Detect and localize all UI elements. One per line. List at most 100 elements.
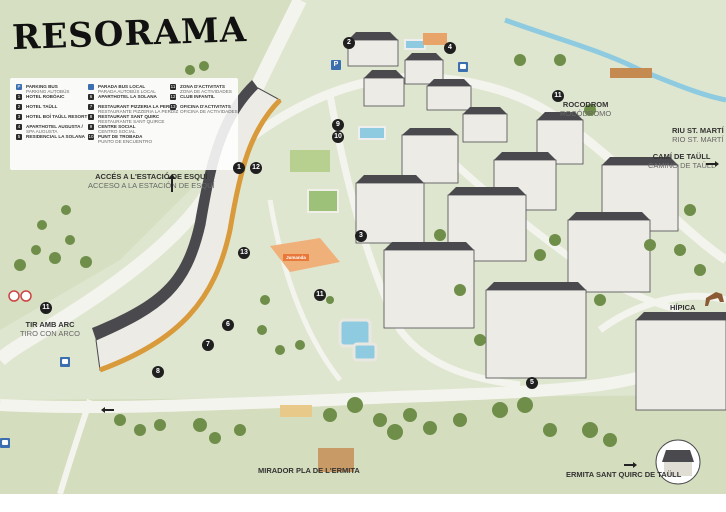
legend-label: HOTEL BOÍ TAÜLL RESORT [26,114,88,119]
label-es: ACCESO A LA ESTACIÓN DE ESQUÍ [88,181,215,190]
map-title: RESORAMA [11,9,248,59]
legend-label-es: ZONA DE ACTIVIDADES [180,89,232,94]
legend-label-es: SPA AUGUSTA [26,129,58,134]
mirador-label[interactable]: MIRADOR PLA DE L'ERMITA [258,466,360,475]
rocodrom-label[interactable]: ROCODROM ROCÓDROMO [560,100,611,118]
legend-label: CENTRE SOCIAL [98,124,136,129]
right-arrow-icon [624,462,637,467]
trees [14,54,706,447]
riu-label[interactable]: RIU ST. MARTÍ RIO ST. MARTÍ [672,126,724,144]
legend-key: 1 [16,94,22,100]
label-es: RIO ST. MARTÍ [672,135,724,144]
label-ca: RIU ST. MARTÍ [672,126,724,135]
legend-label: RESTAURANT PIZZERIA LA PERDIU [98,104,178,109]
main-road [0,0,307,366]
legend-label-es: OFICINA DE ACTIVIDADES [180,109,238,114]
marker-2[interactable]: 2 [343,37,355,49]
legend-key: 13 [170,104,176,110]
bridge [610,68,652,78]
hipica-label[interactable]: HÍPICA [670,303,695,312]
marker-11-activities[interactable]: 11 [314,289,326,301]
archery-target [8,290,20,302]
marker-5[interactable]: 5 [526,377,538,389]
legend-label-es: PARADA AUTOBÚS LOCAL [98,89,156,94]
bus-stop-icon[interactable] [60,357,70,367]
legend-item: 12 CLUB INFANTIL [170,94,238,104]
marker-9[interactable]: 9 [332,119,344,131]
bus-stop-icon[interactable] [458,62,468,72]
marker-13[interactable]: 13 [238,247,250,259]
bus-stop-icon[interactable] [0,438,10,448]
label-ca: MIRADOR [258,466,294,475]
label-ca: ROCODROM [562,100,609,109]
marker-11-rocodrom[interactable]: 11 [552,90,564,102]
legend-key: 7 [88,104,94,110]
legend-key: 4 [16,124,22,130]
label-ca: CAMÍ DE TAÜLL [652,152,711,161]
legend-key: 10 [88,134,94,140]
marker-11-archery[interactable]: 11 [40,302,52,314]
bus-parking-icon[interactable]: P [331,60,341,70]
up-arrow-icon [168,174,176,192]
marker-6[interactable]: 6 [222,319,234,331]
gazebo [318,448,354,472]
legend-label: CLUB INFANTIL [180,94,215,99]
legend-item: 2 HOTEL TAÜLL [16,104,87,114]
legend-label: OFICINA D'ACTIVITATS [180,104,231,109]
label-es: DE TAÜLL [644,470,682,479]
marker-7[interactable]: 7 [202,339,214,351]
bus-stop-icon [88,84,94,90]
marker-12[interactable]: 12 [250,162,262,174]
legend-label: APARTHOTEL AUGUSTA / [26,124,83,129]
ski-access-label[interactable]: ACCÉS A L'ESTACIÓ DE ESQUÍ ACCESO A LA E… [88,172,215,190]
left-arrow-icon [101,407,114,412]
legend-label: ZONA D'ACTIVITATS [180,84,225,89]
legend-label-es: CENTRO SOCIAL [98,129,136,134]
pool [338,318,372,348]
legend-key: 12 [170,94,176,100]
legend-label: APARTHOTEL LA SOLANA [98,94,157,99]
legend-label-es: PARKING AUTOBÚS [26,89,70,94]
marker-8[interactable]: 8 [152,366,164,378]
legend-item: 6 APARTHOTEL LA SOLANA [88,94,178,104]
legend-item: 1 HOTEL ROBÓAIC [16,94,87,104]
marker-3[interactable]: 3 [355,230,367,242]
archery-label[interactable]: TIR AMB ARC TIRO CON ARCO [20,320,80,338]
legend-key: 3 [16,114,22,120]
legend-label-es: RESTAURANTE SANT QUIRCE [98,119,165,124]
legend-label: HOTEL ROBÓAIC [26,94,65,99]
legend-label: RESIDENCIAL LA SOLANA [26,134,85,139]
horse-figure [705,292,724,306]
legend-item: 3 HOTEL BOÍ TAÜLL RESORT [16,114,87,124]
marker-4[interactable]: 4 [444,42,456,54]
legend-key: 9 [88,124,94,130]
legend-key: 6 [88,94,94,100]
ermita-label[interactable]: ERMITA SANT QUIRC DE TAÜLL [566,470,681,479]
marker-1[interactable]: 1 [233,162,245,174]
label-ca: TIR AMB ARC [25,320,75,329]
legend-key: 8 [88,114,94,120]
legend-label: HOTEL TAÜLL [26,104,58,109]
label-es: ROCÓDROMO [560,109,612,118]
label-ca: ACCÉS A L'ESTACIÓ DE ESQUÍ [95,172,208,181]
cami-taull-label[interactable]: CAMÍ DE TAÜLL CAMINO DE TAÜLL [648,152,715,170]
legend-label: RESTAURANT SANT QUIRC [98,114,160,119]
label-es: CAMINO DE TAÜLL [648,161,716,170]
legend-label: PUNT DE TROBADA [98,134,143,139]
label-es: PLA DE L'ERMITA [295,466,360,475]
right-arrow-icon [706,161,719,166]
activity-sign: Jumanda [283,254,309,261]
marker-10[interactable]: 10 [332,131,344,143]
legend-key: 2 [16,104,22,110]
label-ca: ERMITA SANT QUIRC [566,470,643,479]
